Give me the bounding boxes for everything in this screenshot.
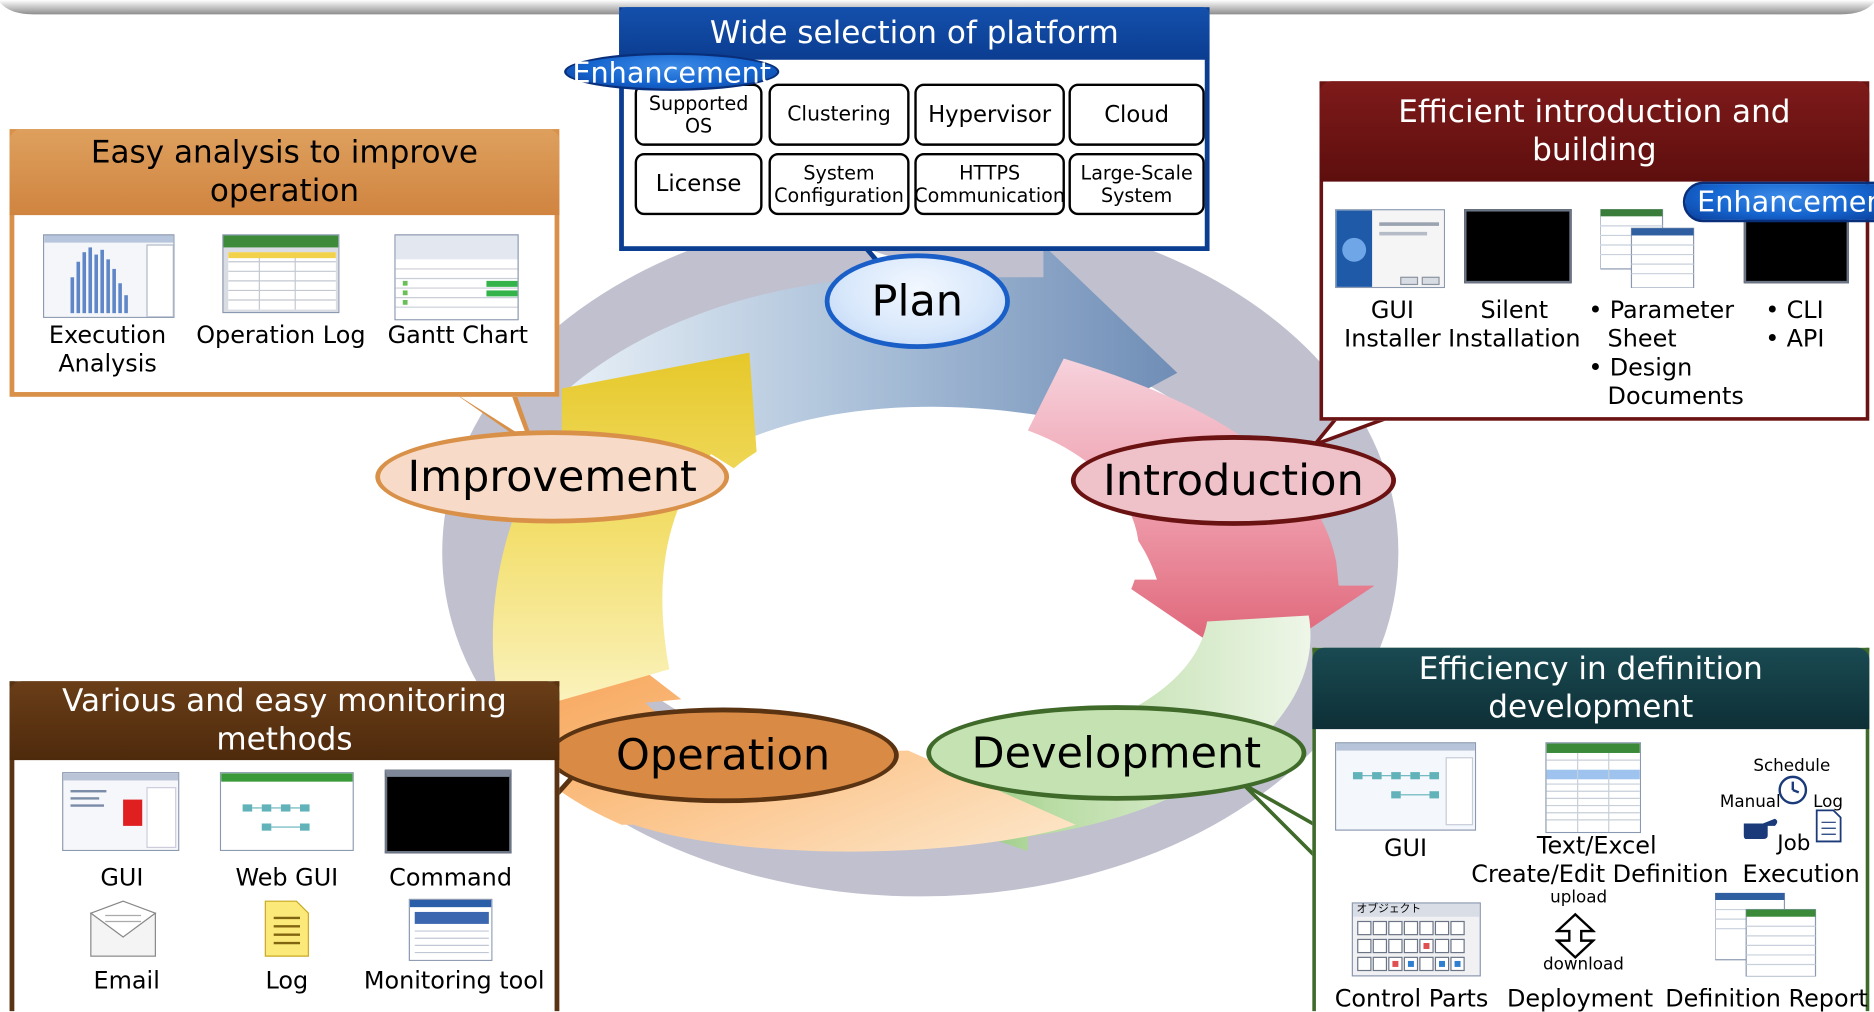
manual-label: Manual bbox=[1719, 792, 1781, 812]
upload-download-arrows-icon bbox=[1554, 912, 1596, 959]
control-parts-label: Control Parts bbox=[1334, 983, 1489, 1012]
parameter-list: Parameter Sheet Design Documents bbox=[1588, 295, 1743, 410]
improvement-label: Improvement bbox=[407, 452, 697, 502]
platform-cell-cloud: Cloud bbox=[1068, 83, 1205, 146]
definition-gui-screenshot bbox=[1335, 742, 1477, 831]
definition-panel: Efficiency in definition development Sch… bbox=[1312, 647, 1870, 1012]
text-excel-screenshot bbox=[1545, 742, 1642, 834]
job-label: Job bbox=[1777, 830, 1811, 856]
operation-log-screenshot bbox=[222, 234, 340, 314]
command-label: Command bbox=[389, 862, 513, 892]
monitoring-tool-label: Monitoring tool bbox=[363, 965, 545, 995]
pointing-hand-icon bbox=[1743, 818, 1778, 840]
plan-label: Plan bbox=[871, 276, 964, 326]
web-gui-label: Web GUI bbox=[235, 862, 339, 892]
platform-cell-license: License bbox=[634, 152, 763, 216]
command-terminal bbox=[384, 769, 512, 854]
platform-cell-hypervisor: Hypervisor bbox=[914, 83, 1065, 146]
introduction-stage: Introduction bbox=[1070, 435, 1396, 526]
clock-icon bbox=[1778, 775, 1808, 805]
control-parts-grid bbox=[1357, 920, 1465, 972]
parameter-sheet-screenshot bbox=[1600, 209, 1695, 289]
log-document-icon bbox=[264, 900, 309, 957]
monitoring-tool-screenshot bbox=[408, 898, 493, 961]
operation-label: Operation bbox=[616, 730, 831, 780]
definition-report-label: Definition Report bbox=[1665, 983, 1868, 1012]
email-label: Email bbox=[93, 965, 160, 995]
gantt-chart-label: Gantt Chart bbox=[387, 320, 528, 349]
download-label: download bbox=[1543, 954, 1624, 975]
gui-installer-screenshot bbox=[1335, 209, 1445, 289]
platform-enhancement-badge: Enhancement bbox=[564, 52, 780, 91]
analysis-panel: Easy analysis to improve operation Execu… bbox=[9, 129, 560, 397]
web-gui-screenshot bbox=[219, 772, 354, 851]
gui-screenshot bbox=[62, 772, 180, 851]
definition-title: Efficiency in definition development bbox=[1312, 647, 1870, 730]
gantt-chart-screenshot bbox=[394, 234, 519, 321]
platform-cell-clustering: Clustering bbox=[768, 83, 910, 146]
gui-definition-label: GUI bbox=[1384, 833, 1428, 862]
operation-stage: Operation bbox=[547, 707, 899, 804]
log-small-label: Log bbox=[1813, 792, 1844, 812]
plan-stage: Plan bbox=[824, 253, 1010, 349]
log-file-icon bbox=[1815, 809, 1842, 843]
introduction-enhancement-badge: Enhancemen bbox=[1682, 181, 1874, 223]
monitoring-panel: Various and easy monitoring methods GUI … bbox=[9, 681, 560, 1012]
execution-label: Execution bbox=[1742, 859, 1860, 889]
introduction-title: Efficient introduction and building bbox=[1319, 81, 1870, 182]
log-label: Log bbox=[265, 965, 309, 995]
monitoring-title: Various and easy monitoring methods bbox=[9, 681, 560, 761]
operation-log-label: Operation Log bbox=[196, 320, 366, 349]
improvement-stage: Improvement bbox=[375, 430, 730, 524]
email-envelope-icon bbox=[89, 900, 157, 957]
definition-report-screenshot bbox=[1715, 892, 1817, 977]
execution-analysis-screenshot bbox=[43, 234, 175, 318]
cli-api-list: CLI API bbox=[1765, 295, 1824, 352]
development-label: Development bbox=[971, 728, 1262, 778]
schedule-label: Schedule bbox=[1753, 756, 1831, 776]
introduction-label: Introduction bbox=[1103, 455, 1364, 505]
deployment-label: Deployment bbox=[1506, 983, 1654, 1012]
analysis-title: Easy analysis to improve operation bbox=[9, 129, 560, 216]
upload-label: upload bbox=[1550, 888, 1608, 908]
gui-label: GUI bbox=[100, 862, 144, 892]
control-parts-palette: オブジェクト bbox=[1351, 902, 1481, 977]
development-stage: Development bbox=[926, 705, 1307, 801]
control-parts-title: オブジェクト bbox=[1352, 903, 1480, 917]
platform-title: Wide selection of platform bbox=[619, 7, 1210, 60]
silent-installation-terminal bbox=[1464, 209, 1572, 284]
